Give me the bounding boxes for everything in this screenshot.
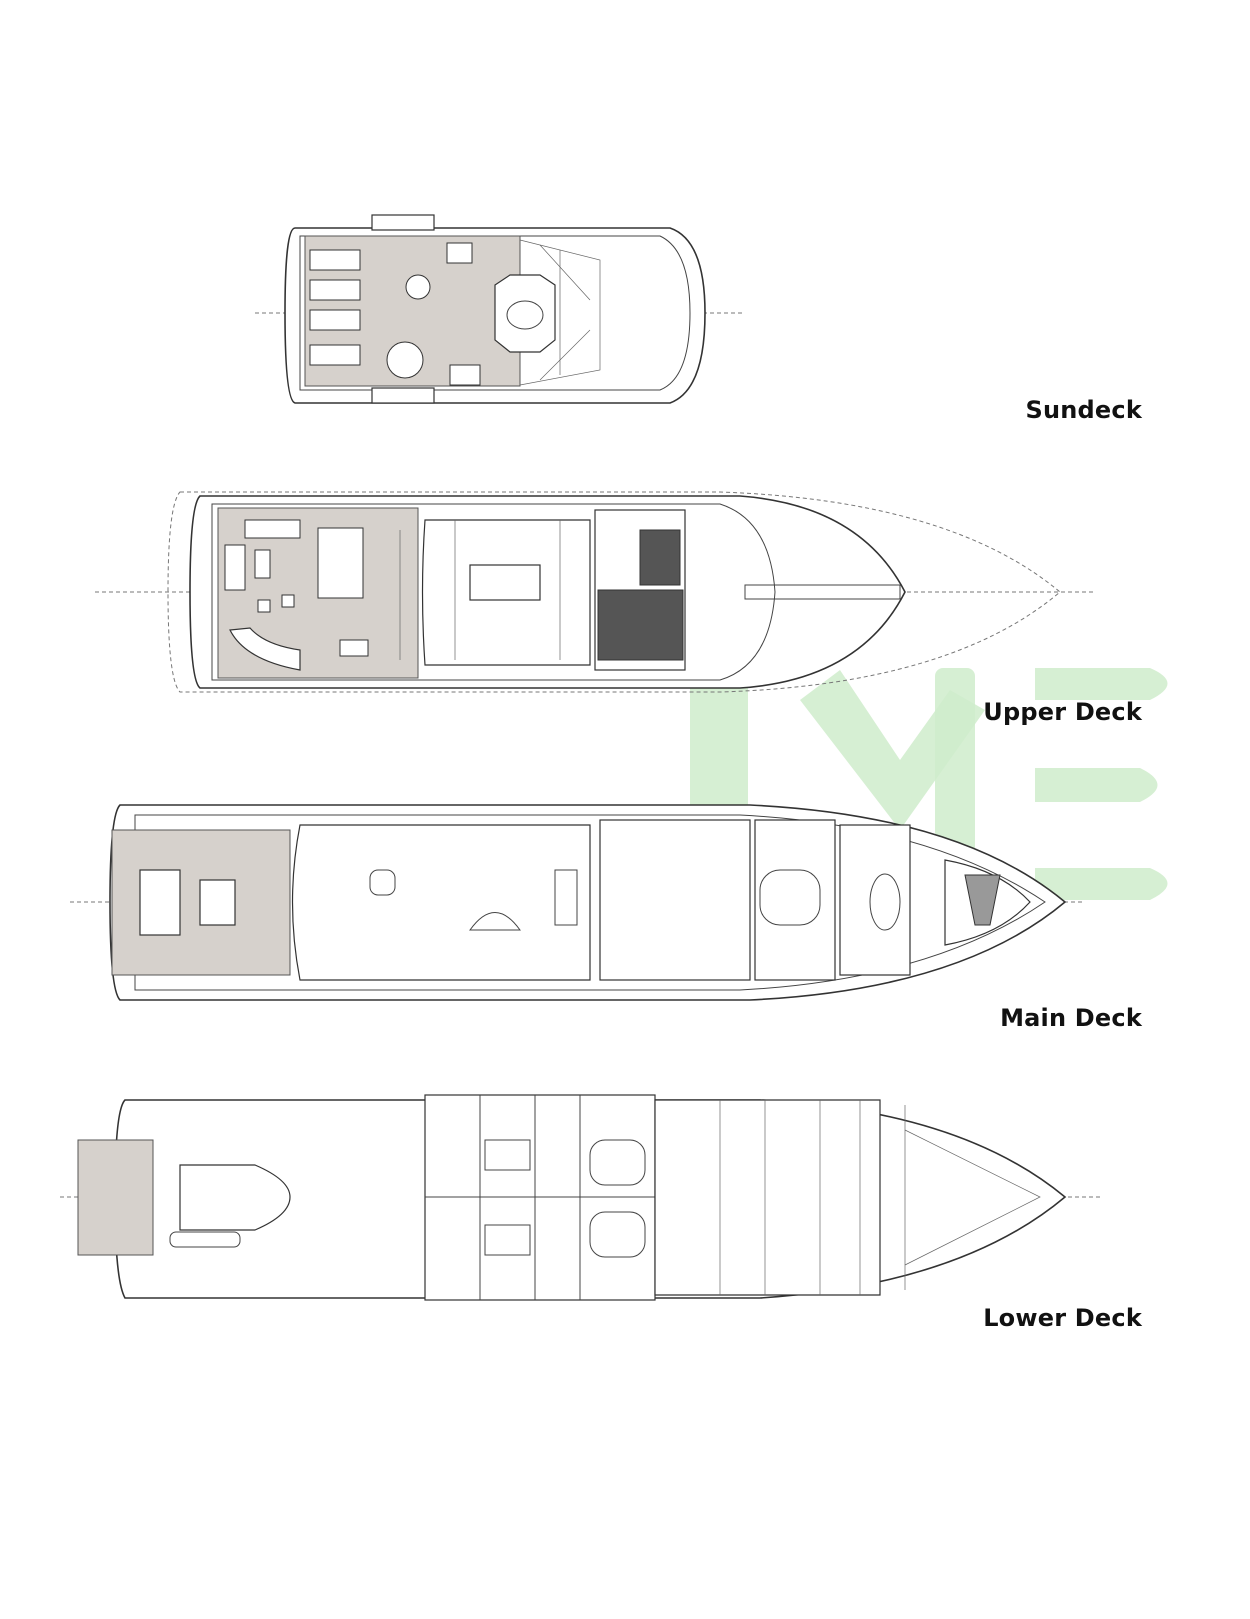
upper-deck-plan (95, 491, 1095, 693)
deck-label-sundeck: Sundeck (1025, 396, 1142, 424)
deck-label-main-deck: Main Deck (1000, 1004, 1142, 1032)
sundeck-plan (255, 214, 745, 404)
main-deck-plan (70, 804, 1085, 1001)
deck-label-lower-deck: Lower Deck (983, 1304, 1142, 1332)
lower-deck-plan (60, 1094, 1100, 1301)
deck-label-upper-deck: Upper Deck (983, 698, 1142, 726)
